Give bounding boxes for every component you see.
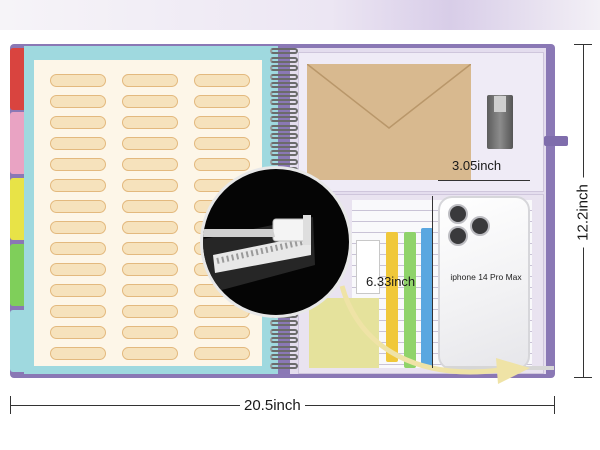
camera-lens-icon [448, 204, 468, 224]
label-slot [194, 95, 250, 108]
pouch-height-label: 6.33inch [366, 274, 416, 289]
divider-tab-green [10, 244, 26, 306]
height-dimension-tick-bottom [574, 377, 592, 378]
pouch-width-line [438, 180, 530, 181]
label-slot [50, 116, 106, 129]
zipper-closeup-graphic [203, 215, 315, 295]
label-slot [122, 221, 178, 234]
camera-lens-icon [470, 216, 490, 236]
label-slot [50, 263, 106, 276]
background-top-strip [0, 0, 600, 30]
label-slot [122, 347, 178, 360]
label-slot [50, 158, 106, 171]
label-slot [122, 179, 178, 192]
pouch-width-label: 3.05inch [452, 158, 502, 173]
width-dimension-tick-right [554, 396, 555, 414]
width-dimension-tick-left [10, 396, 11, 414]
label-slot [122, 200, 178, 213]
label-slot [194, 347, 250, 360]
label-slot [50, 326, 106, 339]
spiral-ring [270, 354, 298, 360]
zipper-closeup-inset [200, 166, 352, 318]
spiral-ring [270, 107, 298, 114]
spiral-ring [270, 82, 298, 88]
divider-tab-blue [10, 310, 26, 372]
divider-tab-yellow [10, 178, 26, 240]
label-slot [122, 242, 178, 255]
label-slot [50, 137, 106, 150]
spiral-ring [270, 99, 298, 105]
divider-tab-pink [10, 112, 26, 174]
label-slot [122, 263, 178, 276]
label-slot [122, 305, 178, 318]
label-slot [50, 242, 106, 255]
divider-tab-red [10, 48, 26, 110]
spiral-ring [270, 133, 298, 139]
envelope-flap [307, 64, 471, 129]
label-slot [194, 158, 250, 171]
label-slot [122, 284, 178, 297]
label-slot [194, 74, 250, 87]
memo-card [356, 240, 380, 294]
spiral-ring [270, 56, 298, 63]
curved-arrow-icon [339, 285, 530, 384]
spiral-ring [270, 158, 298, 165]
pouch-height-line [432, 196, 433, 368]
spiral-ring [270, 90, 298, 97]
label-slot [122, 326, 178, 339]
phone-label: iphone 14 Pro Max [450, 272, 522, 282]
label-slot [50, 200, 106, 213]
spiral-ring [270, 73, 298, 80]
label-slot [122, 158, 178, 171]
usb-connector [494, 96, 506, 112]
kraft-envelope [307, 64, 471, 180]
label-slot [122, 137, 178, 150]
label-slot [194, 116, 250, 129]
label-slot [50, 284, 106, 297]
spiral-ring [270, 337, 298, 343]
label-slot [122, 74, 178, 87]
elastic-strap [544, 136, 568, 146]
label-slot [50, 347, 106, 360]
spiral-ring [270, 48, 298, 54]
spiral-ring [270, 150, 298, 156]
label-slot [50, 221, 106, 234]
label-slot [122, 95, 178, 108]
spiral-ring [270, 116, 298, 122]
highlighter-yellow [386, 232, 398, 362]
spiral-ring [270, 362, 298, 369]
label-slot [50, 179, 106, 192]
camera-lens-icon [448, 226, 468, 246]
height-label: 12.2inch [574, 177, 592, 248]
spiral-ring [270, 65, 298, 71]
label-slot [194, 137, 250, 150]
label-slot [122, 116, 178, 129]
label-slot [50, 95, 106, 108]
spiral-ring [270, 141, 298, 148]
spiral-ring [270, 328, 298, 335]
height-dimension-tick-top [574, 44, 592, 45]
highlighter-green [404, 232, 416, 368]
highlighter-blue [421, 228, 433, 368]
label-slot [194, 326, 250, 339]
label-slot [50, 305, 106, 318]
width-label: 20.5inch [240, 397, 305, 414]
spiral-ring [270, 345, 298, 352]
spiral-ring [270, 124, 298, 131]
label-slot [50, 74, 106, 87]
spiral-ring [270, 320, 298, 326]
